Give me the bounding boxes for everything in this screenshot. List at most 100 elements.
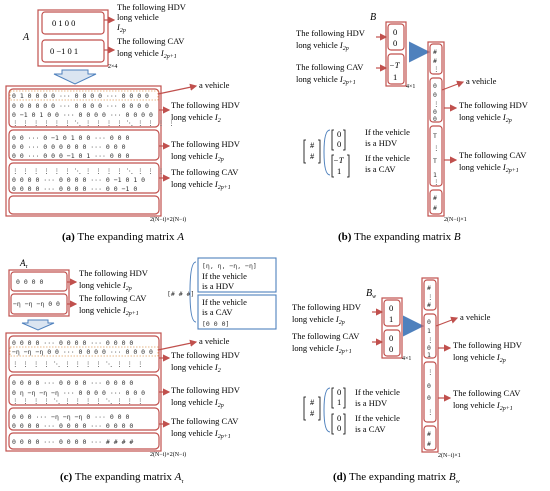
b-tall-4: 0 <box>433 91 437 99</box>
d-hdv-label2: long vehicle I2p <box>292 314 345 326</box>
b-i2p1-label2: long vehicle I2p+1 <box>459 162 519 174</box>
c-block-3 <box>8 407 160 431</box>
b-tall-14: # <box>433 204 437 212</box>
a-hdv-label2: long vehicle <box>117 12 159 22</box>
c-brace <box>189 261 197 323</box>
d-vehicle-label: a vehicle <box>460 312 491 322</box>
d-i2p1-label1: The following CAV <box>453 388 521 398</box>
a-cav-label2: long vehicle I2p+1 <box>117 48 177 60</box>
a-block-4 <box>8 195 160 215</box>
a-row-7: ⋮ ⋮ ⋮ ⋮ ⋮ ⋮ ⋱ ⋮ ⋮ ⋮ ⋮ ⋱ ⋮ ⋮ ⋮ <box>12 167 164 175</box>
a-small-dim: 2×4 <box>108 64 117 70</box>
caption-a: (a) The expanding matrix A <box>62 231 184 243</box>
d-hash-0: # <box>310 397 315 407</box>
b-cav-bracket <box>331 154 350 178</box>
b-tall-8: T <box>433 132 437 140</box>
d-brace <box>323 387 331 433</box>
a-row-0: 0 1 0 0 0 0 ··· 0 0 0 0 ··· 0 0 0 0 <box>12 92 149 100</box>
b-tall-7: 0 <box>433 115 437 123</box>
a-row-2: 0 −1 0 1 0 0 ··· 0 0 0 0 ··· 0 0 0 0 <box>12 111 153 119</box>
b-tall-block-4 <box>429 189 443 215</box>
b-hdv-label1: The following HDV <box>296 28 366 38</box>
d-cav-bracket <box>331 413 346 435</box>
d-tall-block-1 <box>423 279 437 311</box>
b-vec-1: 0 <box>393 38 397 48</box>
caption-d: (d) The expanding matrix Bw <box>333 471 460 485</box>
a-small-matrix-frame <box>37 9 109 67</box>
c-row-8: 0 0 0 0 ··· 0 0 0 0 ··· # # # # <box>12 438 133 446</box>
b-vec-3: 1 <box>393 72 397 82</box>
d-tall-block-3 <box>423 361 437 423</box>
d-tall-1: ⋮ <box>427 293 434 301</box>
d-i2p-label2: long vehicle I2p <box>453 352 506 364</box>
d-vec-3: 0 <box>389 344 393 354</box>
d-i2p-label1: The following HDV <box>453 340 523 350</box>
d-cav-label1: The following CAV <box>292 331 360 341</box>
a-cav-label1: The following CAV <box>117 36 185 46</box>
d-hash-1: # <box>310 408 315 418</box>
a-expand-arrow-icon <box>53 69 97 85</box>
a-hdv-label1: The following HDV <box>117 2 187 12</box>
a-row-4: 0 0 ··· 0 −1 0 1 0 0 ··· 0 0 0 <box>12 134 129 142</box>
b-hdv-text1: If the vehicle <box>365 127 410 137</box>
c-small-row1: 0 0 0 0 <box>16 278 43 286</box>
c-row-3: 0 0 0 0 ··· 0 0 0 0 ··· 0 0 0 0 <box>12 379 133 387</box>
d-vehicle-arrow <box>435 316 459 327</box>
c-hash-row: [# # #] <box>167 290 194 298</box>
a-row-9: 0 0 0 0 ··· 0 0 0 0 ··· 0 0 −1 0 <box>12 185 137 193</box>
d-hash-bracket <box>303 396 321 421</box>
a-vehicle-label: a vehicle <box>199 80 230 90</box>
a-vehicle-arrow <box>157 83 198 95</box>
c-hdv-text2: is a HDV <box>202 281 235 291</box>
a-i2p-label2: long vehicle I2p <box>171 151 224 163</box>
d-tall-block-2 <box>423 313 437 359</box>
a-hdv-label3: I2p <box>116 22 126 34</box>
a-small-hdv-box <box>41 11 105 35</box>
d-tall-4: 1 <box>427 327 431 335</box>
d-small-dim: 4×1 <box>402 356 411 362</box>
c-small-matrix-frame <box>8 269 70 317</box>
d-hdv-vec-0: 0 <box>337 387 341 397</box>
b-cav-text1: If the vehicle <box>365 153 410 163</box>
d-cav-label2: long vehicle I2p+1 <box>292 343 352 355</box>
c-row-1: −η −η −η 0 0 ··· 0 0 0 0 ··· 0 0 0 0 <box>12 348 153 356</box>
a-row-5: 0 0 ··· 0 0 0 0 0 0 ··· 0 0 0 <box>12 143 126 151</box>
b-small-vector-frame <box>385 21 407 87</box>
c-expand-arrow-icon <box>21 319 55 331</box>
a-block-1 <box>8 88 160 128</box>
d-vec-1: 1 <box>389 314 393 324</box>
a-small-cav-box <box>41 39 105 63</box>
caption-b: (b) The expanding matrix B <box>338 231 461 243</box>
c-i2p1-label1: The following CAV <box>171 416 239 426</box>
c-cav-text2: is a CAV <box>202 307 233 317</box>
d-tall-9: 0 <box>427 382 431 390</box>
d-tall-11: ⋮ <box>427 408 434 416</box>
b-hdv-vec-1: 0 <box>337 139 341 149</box>
c-i2p-label1: The following HDV <box>171 385 241 395</box>
c-cav-text1: If the vehicle <box>202 297 247 307</box>
b-tall-10: T <box>433 157 437 165</box>
a-i2p1-label1: The following CAV <box>171 167 239 177</box>
a-highlight-row <box>9 90 159 101</box>
a-i2-label1: The following HDV <box>171 100 241 110</box>
d-tall-7: 1 <box>427 351 431 359</box>
b-tall-1: # <box>433 57 437 65</box>
a-i2p-label1: The following HDV <box>171 139 241 149</box>
b-vehicle-arrow <box>441 80 465 91</box>
a-block-2 <box>8 129 160 161</box>
b-tall-5: ⋮ <box>433 100 440 108</box>
b-tall-block-1 <box>429 43 443 75</box>
b-cav-vec-1: 1 <box>337 166 341 176</box>
d-tall-5: ⋮ <box>427 336 434 344</box>
panel-b: B 0 0 −T 1 4×1 The following HDV long ve… <box>296 12 529 243</box>
a-small-row2: 0 −1 0 1 <box>50 46 78 56</box>
d-tall-0: # <box>427 284 431 292</box>
c-i2p1-label2: long vehicle I2p+1 <box>171 428 231 440</box>
b-cav-label1: The following CAV <box>296 62 364 72</box>
b-small-dim: 4×1 <box>406 84 415 90</box>
d-tall-2: # <box>427 301 431 309</box>
c-hdv-label1: The following HDV <box>79 268 149 278</box>
b-cav-label2: long vehicle I2p+1 <box>296 74 356 86</box>
b-i2p-label2: long vehicle I2p <box>459 112 512 124</box>
d-tall-3: 0 <box>427 318 431 326</box>
